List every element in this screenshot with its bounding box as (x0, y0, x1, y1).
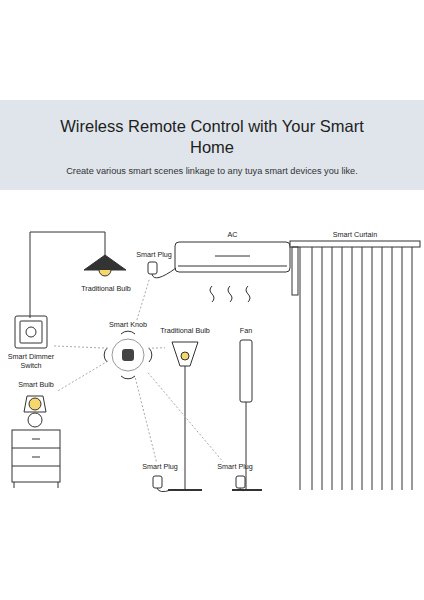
device-node: Fan (232, 326, 260, 404)
heat-wave (210, 286, 214, 302)
device-node: Traditional Bulb (165, 326, 205, 368)
ceiling-wire (30, 232, 105, 318)
device-node: Smart Dimmer Switch (8, 314, 54, 376)
device-node: Smart Bulb (14, 380, 58, 428)
drawer-handle (32, 439, 40, 440)
subtitle: Create various smart scenes linkage to a… (10, 166, 414, 176)
wireless-link (137, 278, 150, 320)
fan-head (240, 340, 252, 402)
fan-base (232, 489, 262, 491)
drawer-line (12, 466, 60, 467)
signal-arc (121, 376, 135, 379)
knob-body (112, 339, 144, 371)
wireless-link (148, 373, 223, 462)
plug-icon (153, 476, 162, 488)
lamp-vase (28, 413, 42, 427)
plug-icon (148, 262, 157, 274)
drawer-handle (32, 457, 40, 458)
plug-cord (157, 488, 171, 492)
title: Wireless Remote Control with Your Smart … (60, 116, 364, 158)
plug-icon (236, 476, 245, 488)
ac-unit (175, 242, 290, 272)
nightstand-leg (14, 482, 15, 488)
dimmer-plate (15, 316, 47, 348)
ac-vent (178, 266, 287, 267)
device-label: Smart Dimmer Switch (3, 352, 59, 370)
device-node: Smart Curtain (290, 230, 420, 492)
nightstand-leg (58, 482, 59, 488)
device-node: Smart Plug (147, 462, 173, 490)
wireless-link (135, 378, 156, 462)
device-node: Smart Plug (222, 462, 248, 490)
dimmer-knob (26, 327, 36, 337)
device-label: Smart Plug (142, 462, 178, 471)
device-label: Smart Knob (109, 320, 147, 329)
device-label: Smart Plug (136, 250, 172, 259)
wireless-link (58, 361, 108, 391)
drawer-line (12, 448, 60, 449)
signal-arc (149, 348, 152, 362)
nightstand (12, 430, 60, 482)
device-node: Traditional Bulb (85, 254, 127, 296)
knob-button (122, 349, 134, 361)
ac-display (215, 256, 250, 257)
lamp-shade (24, 396, 46, 412)
device-label: Traditional Bulb (81, 284, 131, 293)
plug-cord (240, 488, 246, 491)
dimmer-inner (20, 321, 42, 343)
device-label: Smart Plug (217, 462, 253, 471)
wireless-link (54, 346, 108, 348)
floor-lamp-shade (172, 342, 198, 366)
curtain-rail (290, 241, 420, 247)
device-node: Smart Plug (142, 250, 166, 278)
device-node: AC (175, 230, 290, 274)
device-label: AC (228, 230, 238, 239)
device-label: Smart Bulb (18, 380, 54, 389)
smart-bulb (29, 398, 41, 410)
pendant-shade (84, 255, 126, 270)
heat-wave (228, 286, 232, 302)
wireless-link (148, 347, 165, 349)
floor-lamp-bulb (181, 352, 189, 360)
signal-arc (104, 348, 107, 362)
heat-wave (246, 286, 250, 302)
device-label: Smart Curtain (333, 230, 377, 239)
device-node: Smart Knob (108, 320, 148, 378)
floor-lamp-pole (185, 366, 186, 490)
device-label: Traditional Bulb (160, 326, 210, 335)
fan-stand (246, 402, 247, 490)
curtain-folds (300, 247, 412, 490)
signal-arc (121, 331, 135, 334)
curtain-motor (292, 247, 298, 295)
device-label: Fan (240, 326, 252, 335)
floor-lamp-base (168, 489, 202, 491)
pendant-bulb (99, 270, 111, 276)
plug-cord (152, 268, 176, 278)
